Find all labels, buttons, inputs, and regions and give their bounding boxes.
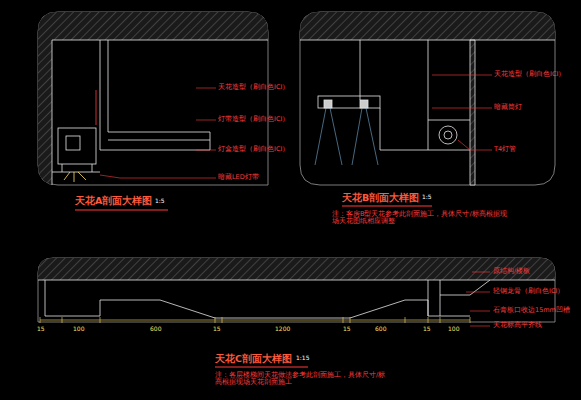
- callout-label: 灯带造型（刷白色ICI）: [218, 116, 289, 123]
- callout-label: 轻钢龙骨（刷白色ICI）: [493, 288, 564, 295]
- dimension: 15: [37, 326, 45, 333]
- note-text: 注：各层楼梯间天花做法参考此剖面施工，具体尺寸/标高根据现场天花剖面施工: [215, 372, 390, 387]
- dimension: 15: [343, 326, 351, 333]
- dimension: 15: [423, 326, 431, 333]
- scale-text: 1:15: [296, 355, 309, 362]
- section-c: [38, 258, 555, 367]
- callout-label: 灯盒造型（刷白色ICI）: [218, 146, 289, 153]
- callout-label: 天花造型（刷白色ICI）: [218, 84, 289, 91]
- section-title: 天花A剖面大样图: [75, 196, 152, 207]
- scale-text: 1:5: [422, 194, 432, 201]
- dimension: 15: [213, 326, 221, 333]
- dimension: 1200: [275, 326, 290, 333]
- callout-label: 石膏板口收边15mm凹槽: [493, 307, 570, 314]
- section-a: [38, 12, 268, 210]
- dimension: 100: [448, 326, 459, 333]
- callout-label: 原结构/楼板: [493, 268, 530, 275]
- callout-label: T4灯管: [494, 146, 516, 153]
- callout-label: 暗藏筒灯: [494, 104, 522, 111]
- note-text: 注：客房B型天花参考此剖面施工，具体尺寸/标高根据现场天花图纸相应调整: [332, 211, 507, 226]
- callout-label: 天花标高平齐线: [493, 322, 542, 329]
- section-title: 天花C剖面大样图: [215, 354, 292, 365]
- callout-label: 天花造型（刷白色ICI）: [494, 71, 565, 78]
- callout-label: 暗藏LED灯带: [218, 174, 259, 181]
- section-title: 天花B剖面大样图: [342, 193, 419, 204]
- dimension: 600: [375, 326, 386, 333]
- scale-text: 1:5: [155, 198, 165, 205]
- dimension: 100: [73, 326, 84, 333]
- section-b: [300, 12, 555, 206]
- dimension: 600: [150, 326, 161, 333]
